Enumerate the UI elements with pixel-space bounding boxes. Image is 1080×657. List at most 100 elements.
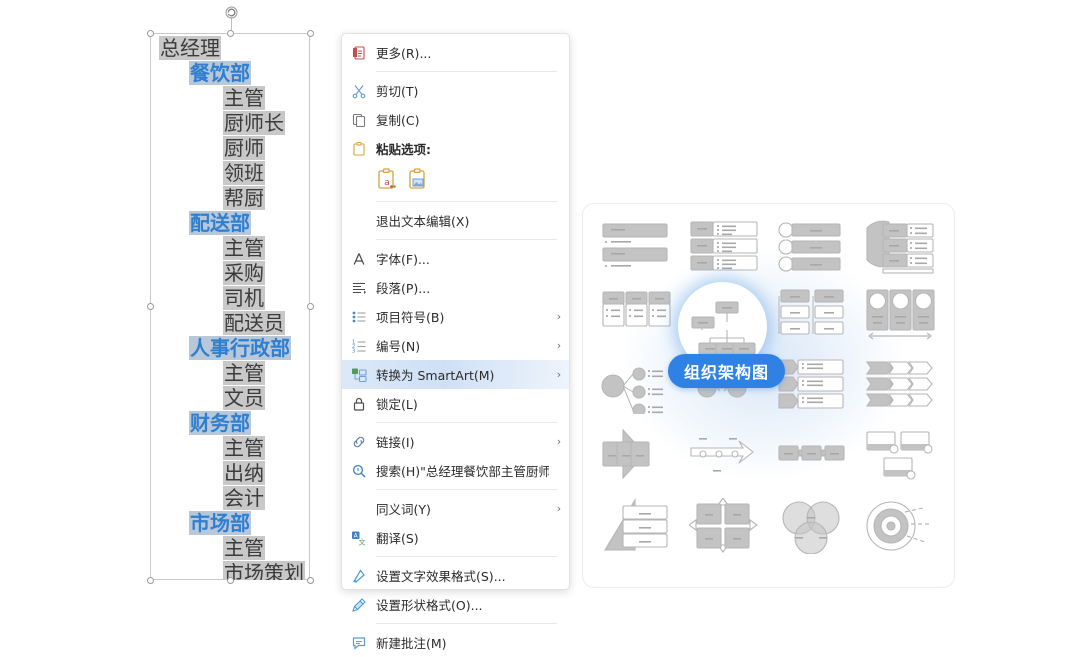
resize-handle-bottom-left[interactable] xyxy=(147,577,154,584)
outline-row[interactable]: 餐饮部 xyxy=(151,61,321,86)
menu-separator xyxy=(376,489,557,490)
paste-options-row: a xyxy=(342,163,569,197)
outline-row[interactable]: 采购 xyxy=(151,261,321,286)
svg-text:A: A xyxy=(354,532,359,539)
menu-item-link[interactable]: 链接(I)› xyxy=(342,427,569,456)
outline-row-label: 文员 xyxy=(223,386,265,410)
smartart-gallery-panel[interactable]: 组织架构图 xyxy=(582,203,955,588)
gallery-item-stacked-list[interactable] xyxy=(865,218,935,274)
menu-item-synonyms[interactable]: 同义词(Y)› xyxy=(342,494,569,523)
gallery-item-chevron-list[interactable] xyxy=(777,358,847,414)
menu-item-label: 退出文本编辑(X) xyxy=(376,214,470,229)
gallery-item-target-radial[interactable] xyxy=(865,498,935,554)
menu-item-label: 编号(N) xyxy=(376,339,421,354)
gallery-item-picture-group[interactable] xyxy=(865,428,935,484)
resize-handle-middle-left[interactable] xyxy=(147,303,154,310)
outline-text-list[interactable]: 总经理餐饮部主管厨师长厨师领班帮厨配送部主管采购司机配送员人事行政部主管文员财务… xyxy=(151,36,321,580)
outline-row[interactable]: 主管 xyxy=(151,86,321,111)
outline-row[interactable]: 会计 xyxy=(151,486,321,511)
font-A-icon xyxy=(342,251,376,267)
resize-handle-middle-right[interactable] xyxy=(307,303,314,310)
resize-handle-top-left[interactable] xyxy=(147,30,154,37)
outline-row[interactable]: 主管 xyxy=(151,361,321,386)
menu-item-cut[interactable]: 剪切(T) xyxy=(342,76,569,105)
menu-item-copy[interactable]: 复制(C) xyxy=(342,105,569,134)
gallery-item-vertical-bullet-list[interactable] xyxy=(601,218,671,274)
gallery-item-picture-caption-list[interactable] xyxy=(689,218,759,274)
outline-row[interactable]: 配送部 xyxy=(151,211,321,236)
context-menu[interactable]: 更多(R)... 剪切(T)复制(C)粘贴选项: a 退出文本编辑(X) 字体(F)..… xyxy=(341,33,570,651)
gallery-item-triangle-list[interactable] xyxy=(601,498,671,554)
gallery-item-venn-diagram[interactable] xyxy=(777,498,847,554)
menu-item-lock[interactable]: 锁定(L) xyxy=(342,389,569,418)
svg-text:1: 1 xyxy=(352,339,355,345)
gallery-item-grouped-list[interactable] xyxy=(601,288,671,344)
paste-text-icon[interactable]: a xyxy=(376,168,398,192)
gallery-item-vertical-circle-list[interactable] xyxy=(865,288,935,344)
outline-row-label: 人事行政部 xyxy=(189,336,291,360)
menu-item-paragraph[interactable]: 段落(P)... xyxy=(342,273,569,302)
org-chart-thumbnail[interactable] xyxy=(680,284,765,369)
resize-handle-top-right[interactable] xyxy=(307,30,314,37)
callout-badge-label: 组织架构图 xyxy=(668,354,786,388)
menu-item-bullets[interactable]: 项目符号(B)› xyxy=(342,302,569,331)
outline-row-label: 主管 xyxy=(223,86,265,110)
menu-item-label: 锁定(L) xyxy=(376,397,418,412)
outline-row[interactable]: 市场部 xyxy=(151,511,321,536)
menu-item-label: 转换为 SmartArt(M) xyxy=(376,368,495,383)
menu-item-new-comment[interactable]: 新建批注(M) xyxy=(342,628,569,657)
outline-row[interactable]: 配送员 xyxy=(151,311,321,336)
gallery-item-process-arrow[interactable] xyxy=(689,428,759,484)
gallery-item-linked-process[interactable] xyxy=(777,428,847,484)
gallery-item-converging-arrow[interactable] xyxy=(601,428,671,484)
submenu-chevron-icon: › xyxy=(556,368,562,381)
outline-row[interactable]: 主管 xyxy=(151,236,321,261)
menu-item-exit-text-edit[interactable]: 退出文本编辑(X) xyxy=(342,206,569,235)
resize-handle-bottom-right[interactable] xyxy=(307,577,314,584)
scissors-icon xyxy=(342,83,376,99)
outline-row-label: 配送部 xyxy=(189,211,251,235)
menu-item-font[interactable]: 字体(F)... xyxy=(342,244,569,273)
paste-picture-icon[interactable] xyxy=(407,168,429,192)
outline-row[interactable]: 主管 xyxy=(151,436,321,461)
gallery-item-radial-list[interactable] xyxy=(601,358,671,414)
paragraph-icon xyxy=(342,280,376,296)
menu-item-label: 翻译(S) xyxy=(376,531,419,546)
outline-row-label: 主管 xyxy=(223,436,265,460)
outline-row[interactable]: 文员 xyxy=(151,386,321,411)
outline-row[interactable]: 总经理 xyxy=(151,36,321,61)
menu-item-more[interactable]: 更多(R)... xyxy=(342,38,569,67)
outline-row[interactable]: 财务部 xyxy=(151,411,321,436)
outline-row-label: 领班 xyxy=(223,161,265,185)
menu-item-paste-options[interactable]: 粘贴选项: xyxy=(342,134,569,163)
link-icon xyxy=(342,434,376,450)
outline-row[interactable]: 领班 xyxy=(151,161,321,186)
resize-handle-top-center[interactable] xyxy=(227,30,234,37)
outline-row[interactable]: 司机 xyxy=(151,286,321,311)
menu-item-shape-format[interactable]: 设置形状格式(O)... xyxy=(342,590,569,619)
gallery-item-matrix-quad[interactable] xyxy=(689,498,759,554)
outline-row[interactable]: 主管 xyxy=(151,536,321,561)
menu-item-convert-smartart[interactable]: 转换为 SmartArt(M) › xyxy=(342,360,569,389)
gallery-item-hierarchy-list[interactable] xyxy=(777,288,847,344)
outline-row[interactable]: 厨师 xyxy=(151,136,321,161)
search-icon xyxy=(342,463,376,479)
gallery-item-arrow-ribbon-list[interactable] xyxy=(865,358,935,414)
menu-separator xyxy=(376,239,557,240)
svg-text:3: 3 xyxy=(352,348,355,354)
outline-row-label: 厨师 xyxy=(223,136,265,160)
outline-row[interactable]: 出纳 xyxy=(151,461,321,486)
outline-row[interactable]: 人事行政部 xyxy=(151,336,321,361)
gallery-item-circle-process[interactable] xyxy=(777,218,847,274)
menu-item-text-effects[interactable]: 设置文字效果格式(S)... xyxy=(342,561,569,590)
outline-row[interactable]: 市场策划 xyxy=(151,561,321,580)
comment-icon xyxy=(342,635,376,651)
outline-row[interactable]: 帮厨 xyxy=(151,186,321,211)
rotation-handle[interactable] xyxy=(225,6,238,19)
outline-row[interactable]: 厨师长 xyxy=(151,111,321,136)
resize-handle-bottom-center[interactable] xyxy=(227,577,234,584)
